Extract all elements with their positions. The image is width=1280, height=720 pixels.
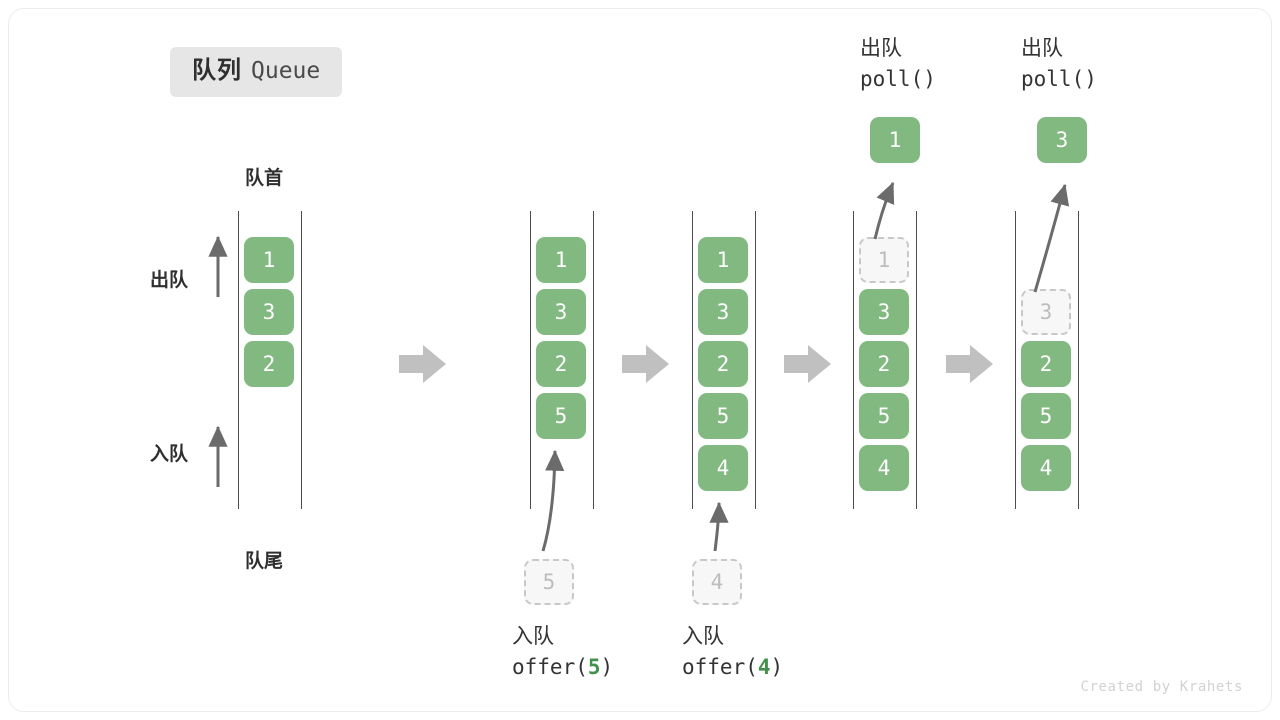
queue-cell-removed: 3 [1021,289,1071,335]
operation-offer-4: 入队 offer(4) [682,622,783,683]
popped-box-3: 3 [1037,117,1087,163]
offer-5-arrow [541,449,565,552]
title-cn: 队列 [192,57,242,84]
queue-cell: 2 [244,341,294,387]
operation-label-cn: 出队 [1021,37,1063,60]
queue-cell: 5 [1021,393,1071,439]
queue-rail-right [1078,211,1079,509]
operation-code: poll() [860,67,936,92]
operation-code: poll() [1021,67,1097,92]
queue-rail-left [692,211,693,509]
queue-cell: 2 [698,341,748,387]
credit-text: Created by Krahets [1080,679,1243,695]
queue-rail-left [1015,211,1016,509]
enqueue-direction-label: 入队 [150,444,189,465]
queue-rail-right [916,211,917,509]
incoming-box-5: 5 [524,559,574,605]
queue-rail-right [593,211,594,509]
dequeue-direction-label: 出队 [150,270,189,291]
title-en: Queue [251,58,321,84]
operation-label-cn: 出队 [860,37,902,60]
operation-label-cn: 入队 [682,625,724,648]
flow-arrow-3 [784,345,831,383]
queue-rail-left [238,211,239,509]
operation-offer-5: 入队 offer(5) [512,622,613,683]
operation-poll-1: 出队 poll() [860,34,936,95]
diagram-stage: 队列 Queue 队首 队尾 出队 入队 1 3 2 1 3 2 5 1 [9,9,1271,711]
poll-3-arrow [1033,183,1070,293]
queue-cell: 2 [536,341,586,387]
queue-head-label: 队首 [245,168,284,189]
queue-rail-left [530,211,531,509]
code-value: 4 [757,655,771,680]
operation-poll-2: 出队 poll() [1021,34,1097,95]
queue-rail-right [301,211,302,509]
queue-cell: 3 [859,289,909,335]
queue-cell: 3 [698,289,748,335]
queue-cell: 1 [244,237,294,283]
code-prefix: offer( [512,655,588,680]
offer-4-arrow [709,501,729,552]
queue-cell: 2 [859,341,909,387]
queue-rail-left [853,211,854,509]
queue-cell: 4 [859,445,909,491]
flow-arrow-1 [399,345,446,383]
code-prefix: offer( [682,655,758,680]
queue-cell: 3 [536,289,586,335]
poll-1-arrow [873,181,895,240]
queue-cell: 5 [698,393,748,439]
queue-cell-removed: 1 [859,237,909,283]
connector-overlay [208,181,1070,552]
queue-cell: 1 [536,237,586,283]
diagram-card: 队列 Queue 队首 队尾 出队 入队 1 3 2 1 3 2 5 1 [8,8,1272,712]
queue-cell: 3 [244,289,294,335]
operation-label-cn: 入队 [512,625,554,648]
operation-code: offer(4) [682,652,783,682]
flow-arrow-4 [946,345,993,383]
code-suffix: ) [770,655,784,680]
flow-arrow-2 [622,345,669,383]
incoming-box-4: 4 [692,559,742,605]
queue-cell: 2 [1021,341,1071,387]
code-value: 5 [587,655,601,680]
operation-code: offer(5) [512,652,613,682]
queue-tail-label: 队尾 [245,551,284,572]
queue-cell: 1 [698,237,748,283]
queue-cell: 4 [1021,445,1071,491]
diagram-title-badge: 队列 Queue [170,47,343,97]
code-suffix: ) [600,655,614,680]
popped-box-1: 1 [870,117,920,163]
queue-cell: 5 [536,393,586,439]
queue-cell: 5 [859,393,909,439]
queue-rail-right [755,211,756,509]
queue-cell: 4 [698,445,748,491]
